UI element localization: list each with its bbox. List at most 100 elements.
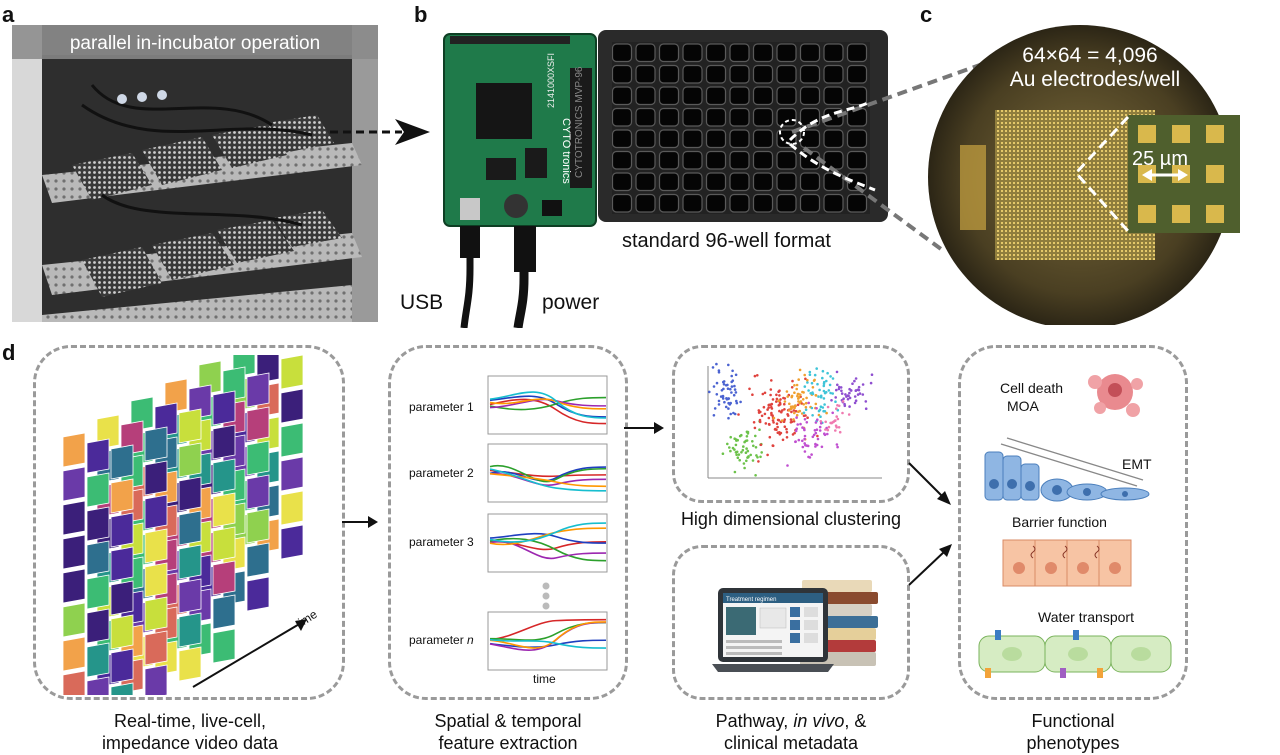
scatter-point [772, 416, 776, 420]
heatmap-tile [110, 614, 134, 650]
scatter-point [834, 424, 838, 427]
barrier-cells-icon [1002, 539, 1132, 587]
scatter-point [802, 411, 806, 415]
scatter-point [782, 396, 785, 400]
scatter-point [781, 438, 785, 442]
scatter-point [778, 433, 782, 436]
heatmap-tile [178, 510, 202, 546]
scatter-point [853, 401, 857, 405]
scatter-point [727, 363, 730, 367]
scatter-point [724, 384, 728, 387]
scatter-point [811, 435, 815, 439]
scatter-point [836, 404, 839, 407]
water-transport-cells-icon [978, 630, 1172, 678]
scatter-point [836, 383, 839, 387]
scatter-point [819, 395, 823, 399]
scatter-point [735, 401, 739, 405]
scatter-point [797, 397, 800, 400]
scatter-point [790, 394, 794, 398]
scatter-point [745, 459, 748, 463]
scatter-point [799, 422, 802, 426]
parameter-curve [489, 398, 607, 425]
scatter-point [722, 387, 725, 391]
scatter-point [812, 433, 816, 437]
scatter-point [767, 406, 770, 409]
scatter-point [804, 401, 808, 405]
scatter-point [752, 444, 755, 448]
heatmap-tile [62, 568, 86, 604]
scatter-point [734, 438, 738, 441]
heatmap-tile [86, 574, 110, 610]
scatter-point [815, 443, 819, 447]
scatter-point [727, 407, 730, 410]
scatter-point [742, 445, 745, 448]
scatter-point [797, 410, 800, 413]
scatter-point [836, 417, 840, 421]
scatter-point [730, 385, 734, 388]
heatmap-tile [280, 422, 304, 458]
heatmap-tile [62, 636, 86, 672]
scatter-point [806, 378, 809, 382]
scatter-point [727, 401, 730, 405]
scatter-point [783, 408, 786, 411]
heatmap-tile [86, 506, 110, 542]
scatter-point [745, 435, 749, 438]
scatter-point [757, 460, 760, 463]
scatter-point [827, 389, 831, 392]
heatmap-tile [212, 458, 236, 494]
scatter-point [738, 458, 741, 462]
scatter-point [769, 388, 773, 391]
scatter-point [834, 429, 837, 432]
heatmap-tile [144, 426, 168, 462]
scatter-point [803, 434, 807, 438]
electrode-type-text: Au electrodes/well [1009, 68, 1181, 91]
scatter-point [734, 443, 738, 447]
scatter-point [822, 397, 826, 400]
scatter-point [785, 427, 788, 431]
heatmap-tile [110, 512, 134, 548]
scatter-point [767, 403, 770, 407]
scatter-point [776, 431, 780, 434]
scatter-point [857, 388, 861, 392]
parameter-curve [489, 639, 607, 648]
scatter-point [819, 420, 823, 423]
parameter-curve [489, 621, 607, 649]
format-label: standard 96-well format [622, 230, 831, 252]
scatter-point [804, 405, 808, 409]
scatter-point [818, 425, 822, 429]
scatter-point [737, 413, 740, 416]
scatter-point [789, 421, 793, 424]
scatter-point [777, 399, 780, 402]
heatmap-tile [86, 608, 110, 644]
heatmap-tile [62, 670, 86, 695]
scatter-point [742, 462, 746, 465]
heatmap-tile [144, 562, 168, 598]
scatter-point [743, 466, 746, 470]
parameter-curve [489, 464, 607, 483]
scatter-point [772, 421, 775, 424]
scatter-point [755, 454, 758, 457]
chip-micrograph [928, 25, 1240, 325]
metadata-caption-1: Pathway, in vivo, & [660, 710, 922, 732]
scatter-point [735, 453, 738, 456]
scatter-point [840, 389, 843, 393]
parameter-curve [489, 532, 607, 544]
heatmap-tile [178, 476, 202, 512]
scatter-point [802, 403, 805, 406]
scatter-point [731, 369, 734, 373]
scatter-point [823, 410, 827, 413]
parameter-curve [489, 522, 607, 543]
scatter-point [785, 430, 789, 434]
scatter-point [811, 386, 815, 389]
scatter-point [793, 411, 796, 415]
scatter-point [861, 383, 865, 386]
scatter-point [798, 368, 802, 372]
parameter-curves [487, 375, 608, 671]
scatter-point [810, 381, 814, 385]
heatmap-tile [144, 528, 168, 564]
scatter-point [793, 431, 796, 435]
phenotype-barrier: Barrier function [1012, 514, 1107, 530]
scatter-point [797, 392, 800, 396]
scatter-point [818, 408, 822, 411]
scatter-point [858, 392, 862, 395]
